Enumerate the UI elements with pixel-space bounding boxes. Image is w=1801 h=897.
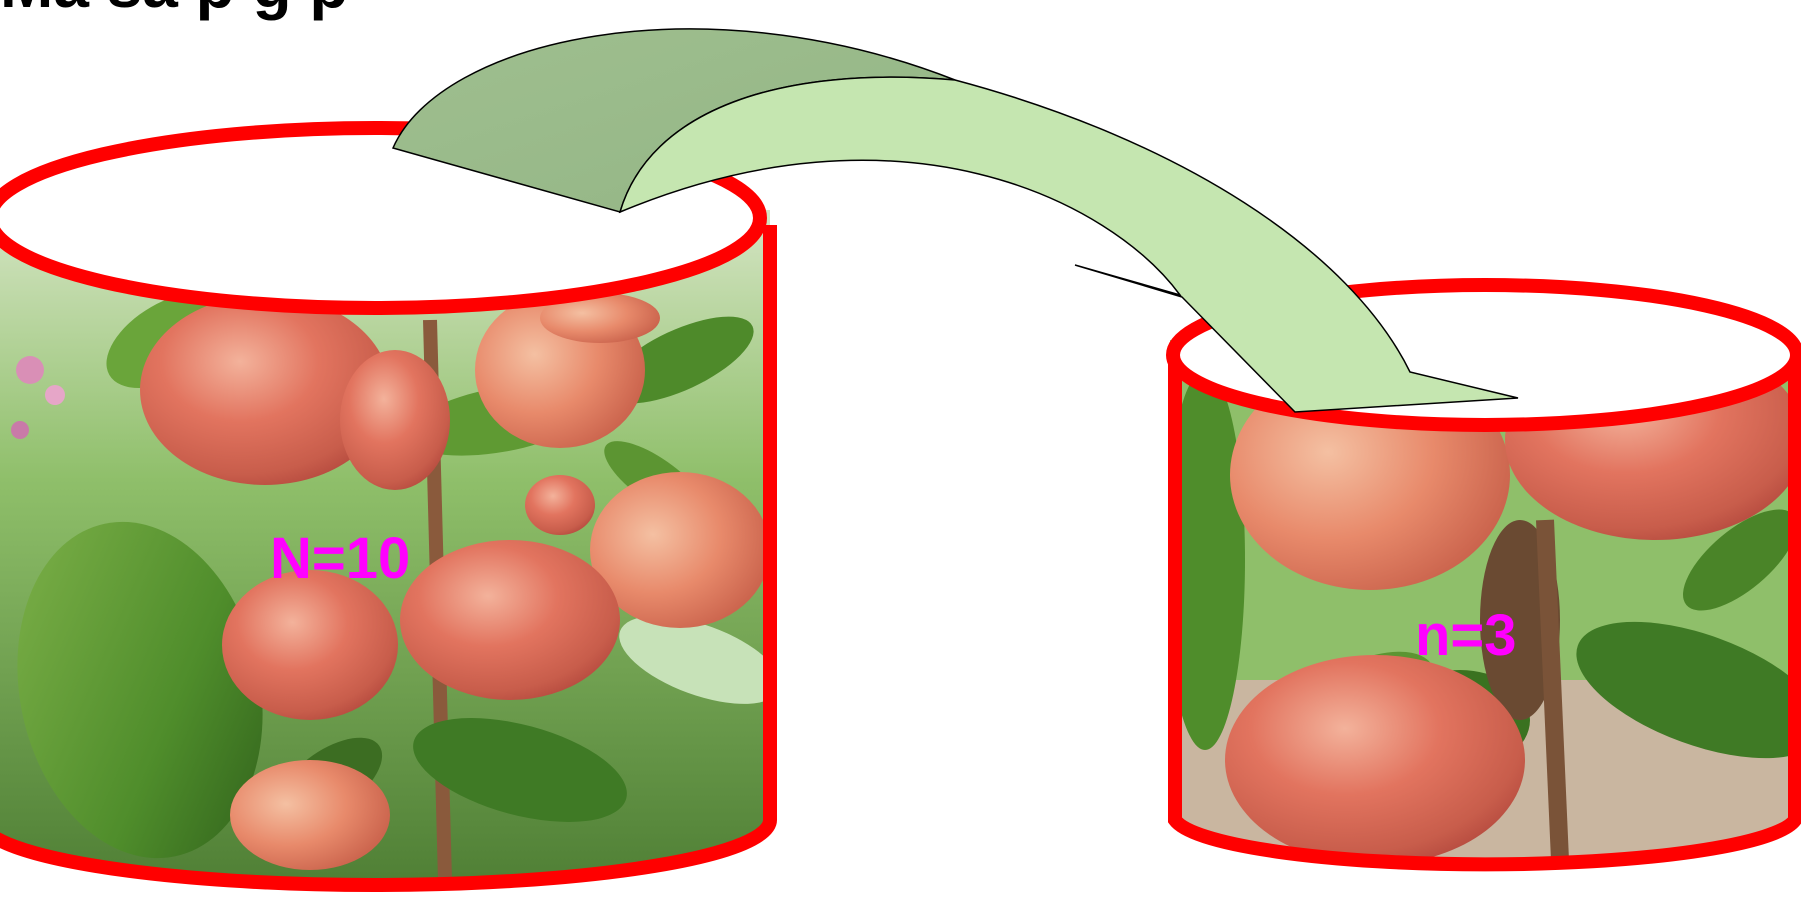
sample-label: n=3 [1415,603,1517,668]
population-label: N=10 [270,526,410,591]
population-cylinder: N=10 [0,128,792,897]
